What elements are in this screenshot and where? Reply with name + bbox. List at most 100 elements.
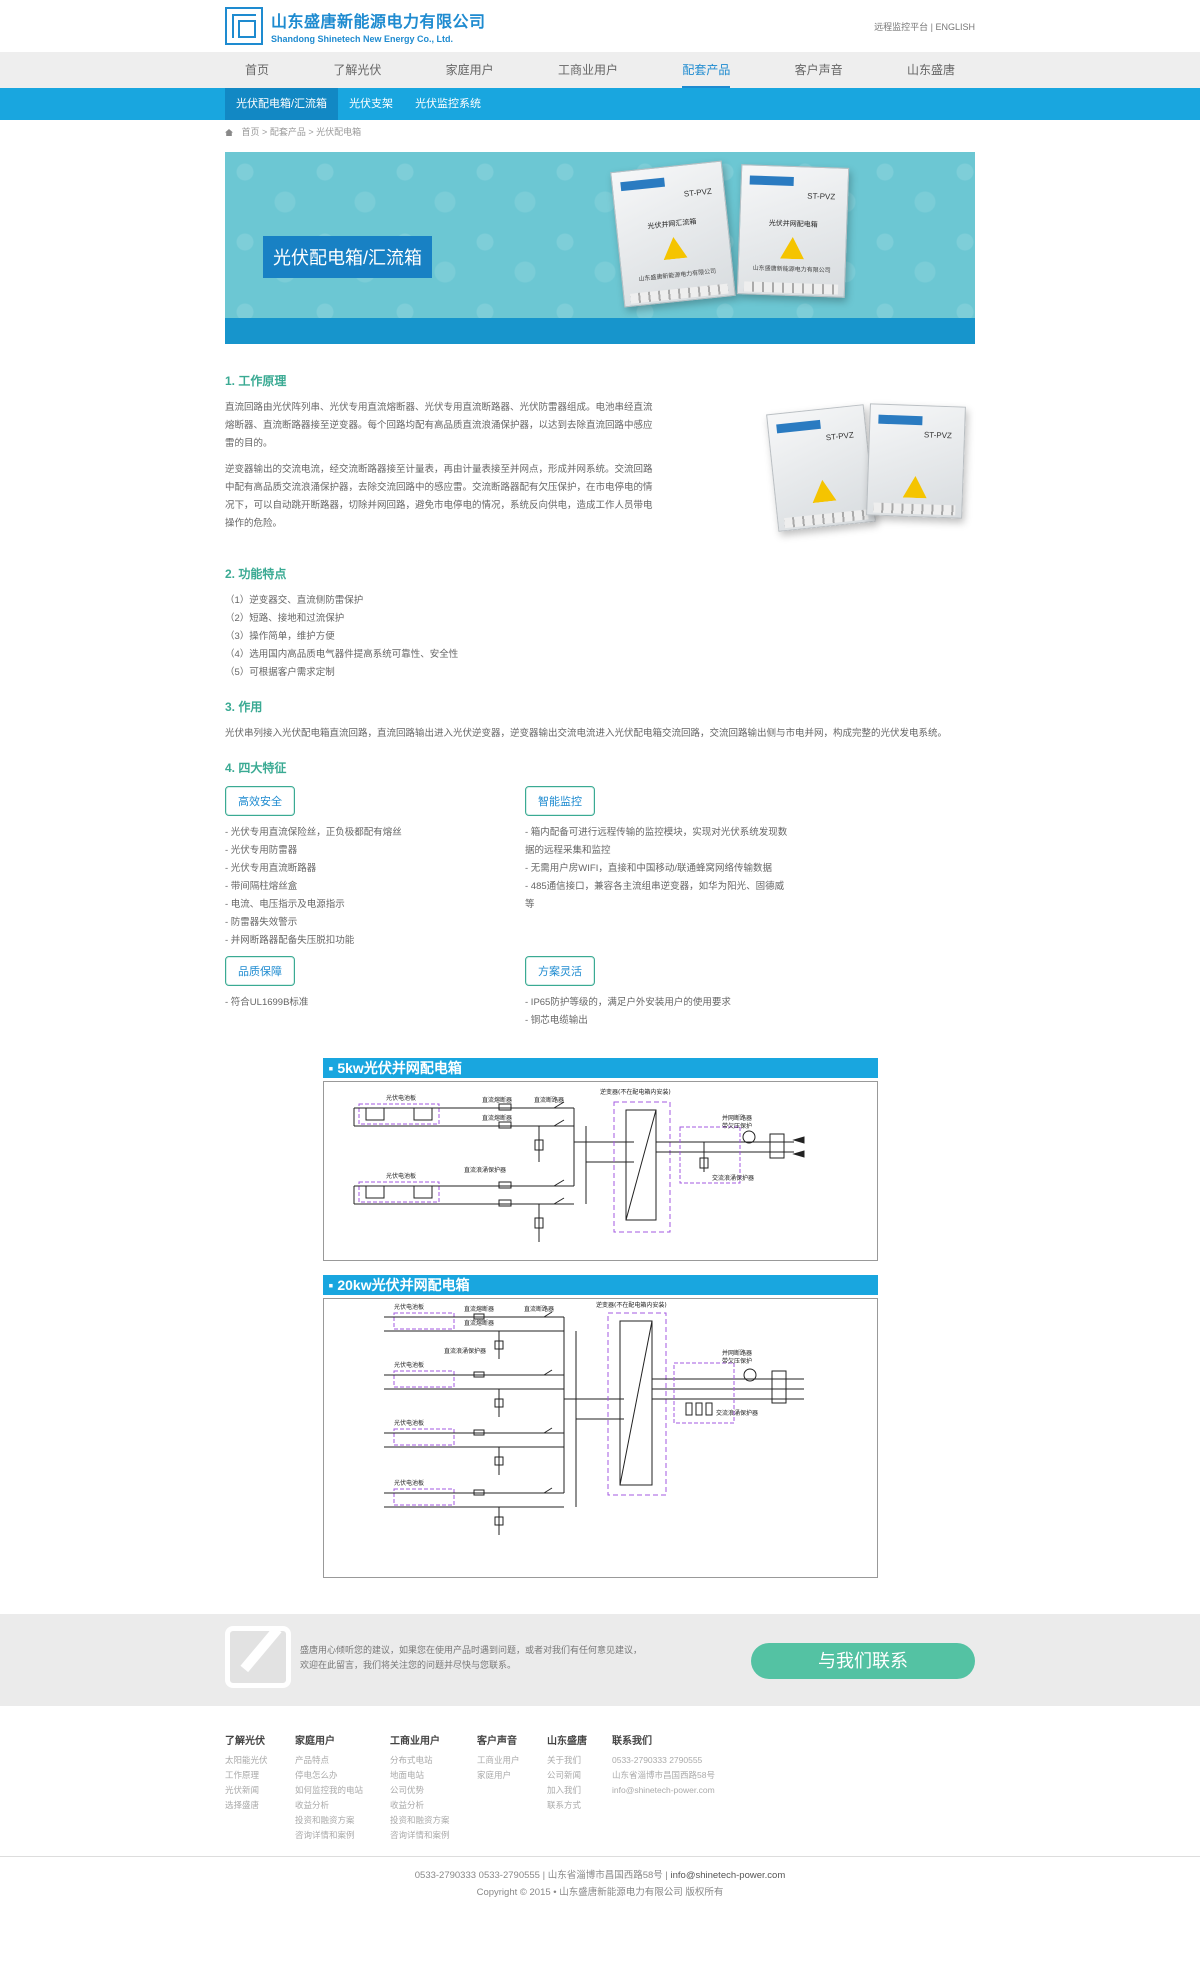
svg-text:光伏电池板: 光伏电池板 [394,1419,424,1427]
list-item: - 带间隔柱熔丝盒 [225,881,298,892]
list-item: - 光伏专用直流保险丝，正负极都配有熔丝 [225,827,402,838]
sub-nav: 光伏配电箱/汇流箱 光伏支架 光伏监控系统 [0,88,1200,120]
logo-icon [225,7,263,45]
footer-link[interactable]: 收益分析 [390,1800,425,1810]
svg-text:逆变器(不在配电箱内安装): 逆变器(不在配电箱内安装) [596,1301,667,1309]
copyright-bar: 0533-2790333 0533-2790555 | 山东省淄博市昌国西路58… [0,1856,1200,1901]
footer-col-title[interactable]: 工商业用户 [390,1736,440,1747]
remote-monitor-link[interactable]: 远程监控平台 [874,22,929,32]
list-item: - 电流、电压指示及电源指示 [225,899,345,910]
list-item: - 485通信接口，兼容各主流组串逆变器，如华为阳光、固德威 [525,881,785,892]
svg-text:光伏电池板: 光伏电池板 [394,1361,424,1369]
nav-item-customer-voice[interactable]: 客户声音 [794,63,843,77]
footer-link[interactable]: 家庭用户 [477,1770,512,1780]
footer-link[interactable]: 收益分析 [295,1800,330,1810]
copyright-contact: 0533-2790333 0533-2790555 | 山东省淄博市昌国西路58… [414,1870,671,1881]
list-item: - 箱内配备可进行远程传输的监控模块，实现对光伏系统发现数 [525,827,788,838]
svg-text:交流浪涌保护器: 交流浪涌保护器 [712,1174,754,1182]
wiring-diagram-20kw: 光伏电池板 光伏电池板 光伏电池板 光伏电池板 直流熔断器 直流熔断器 直流断路… [383,1301,804,1535]
footer-link[interactable]: 关于我们 [547,1755,582,1765]
nav-item-learn-pv[interactable]: 了解光伏 [333,63,382,77]
svg-text:光伏电池板: 光伏电池板 [394,1479,424,1487]
contact-us-button[interactable]: 与我们联系 [751,1643,975,1679]
subnav-item-distribution-box[interactable]: 光伏配电箱/汇流箱 [225,88,339,120]
nav-item-home[interactable]: 首页 [245,63,270,77]
footer-link[interactable]: 公司新闻 [547,1770,582,1780]
footer-link[interactable]: 加入我们 [547,1785,582,1795]
footer-link[interactable]: 太阳能光伏 [225,1755,268,1765]
footer-link[interactable]: 投资和融资方案 [295,1815,355,1825]
breadcrumb: 首页 > 配套产品 > 光伏配电箱 [225,120,975,144]
breadcrumb-home[interactable]: 首页 [241,127,260,137]
footer-link[interactable]: 地面电站 [390,1770,425,1780]
diagram-title-20kw: ▪ 20kw光伏并网配电箱 [322,1275,878,1295]
section-title-characteristics: 4. 四大特征 [225,761,287,775]
subnav-item-bracket[interactable]: 光伏支架 [349,98,394,110]
section-title-features: 2. 功能特点 [225,567,287,581]
footer-link[interactable]: 光伏新闻 [225,1785,260,1795]
footer-col-title[interactable]: 了解光伏 [225,1736,265,1747]
english-link[interactable]: ENGLISH [935,22,975,32]
list-item: （3）操作简单，维护方便 [225,631,335,642]
footer-link[interactable]: 产品特点 [295,1755,330,1765]
copyright-email[interactable]: info@shinetech-power.com [670,1870,786,1881]
footer-contact-email[interactable]: info@shinetech-power.com [612,1785,715,1795]
feature-badge-monitoring: 智能监控 [525,786,595,816]
function-paragraph: 光伏串列接入光伏配电箱直流回路，直流回路输出进入光伏逆变器，逆变器输出交流电流进… [225,728,948,739]
section-title-principle: 1. 工作原理 [225,374,287,388]
footer-link[interactable]: 投资和融资方案 [390,1815,450,1825]
banner-title: 光伏配电箱/汇流箱 [263,236,433,278]
company-logo[interactable]: 山东盛唐新能源电力有限公司 Shandong Shinetech New Ene… [225,7,486,45]
distribution-box-image: ST-PVZ 光伏并网配电箱 山东盛唐新能源电力有限公司 [736,164,850,298]
footer-link[interactable]: 选择盛唐 [225,1800,260,1810]
footer-link[interactable]: 公司优势 [390,1785,425,1795]
list-item: 等 [525,899,535,910]
site-header: 山东盛唐新能源电力有限公司 Shandong Shinetech New Ene… [0,0,1200,52]
list-item: - 防雷器失效警示 [225,917,298,928]
list-item: - 并网断路器配备失压脱扣功能 [225,935,355,946]
footer-link[interactable]: 如何监控我的电站 [295,1785,364,1795]
svg-text:光伏电池板: 光伏电池板 [394,1303,424,1311]
svg-text:交流浪涌保护器: 交流浪涌保护器 [716,1409,758,1417]
feature-badge-flexible: 方案灵活 [525,956,595,986]
feature-badge-safety: 高效安全 [225,786,295,816]
svg-text:直流熔断器: 直流熔断器 [464,1319,494,1327]
svg-text:光伏电池板: 光伏电池板 [386,1094,416,1102]
footer-link[interactable]: 工商业用户 [477,1755,520,1765]
svg-text:直流熔断器: 直流熔断器 [482,1114,512,1122]
svg-text:逆变器(不在配电箱内安装): 逆变器(不在配电箱内安装) [600,1088,671,1096]
contact-band: 盛唐用心倾听您的建议，如果您在使用产品时遇到问题，或者对我们有任何意见建议， 欢… [0,1614,1200,1706]
footer-link[interactable]: 咨询详情和案例 [295,1830,355,1840]
subnav-item-monitoring[interactable]: 光伏监控系统 [415,98,482,110]
list-item: - IP65防护等级的，满足户外安装用户的使用要求 [525,997,731,1008]
svg-text:直流熔断器: 直流熔断器 [464,1305,494,1313]
footer-link[interactable]: 分布式电站 [390,1755,433,1765]
contact-message: 盛唐用心倾听您的建议，如果您在使用产品时遇到问题，或者对我们有任何意见建议， 欢… [300,1645,643,1670]
warning-icon [780,237,805,260]
svg-text:并网断路器: 并网断路器 [722,1349,752,1357]
footer-links: 了解光伏 太阳能光伏 工作原理 光伏新闻 选择盛唐 家庭用户 产品特点 停电怎么… [225,1706,975,1856]
main-nav: 首页 了解光伏 家庭用户 工商业用户 配套产品 客户声音 山东盛唐 [0,52,1200,88]
list-item: - 无需用户房WIFI，直接和中国移动/联通蜂窝网络传输数据 [525,863,772,874]
footer-contact-phone: 0533-2790333 2790555 [612,1755,703,1765]
feature-list: （1）逆变器交、直流侧防雷保护 （2）短路、接地和过流保护 （3）操作简单，维护… [225,592,975,682]
nav-item-home-users[interactable]: 家庭用户 [445,63,494,77]
footer-link[interactable]: 联系方式 [547,1800,582,1810]
svg-text:光伏电池板: 光伏电池板 [386,1172,416,1180]
top-links: 远程监控平台 | ENGLISH [874,20,975,33]
footer-link[interactable]: 咨询详情和案例 [390,1830,450,1840]
footer-col-title[interactable]: 山东盛唐 [547,1736,587,1747]
product-banner: ST-PVZ 光伏并网汇流箱 山东盛唐新能源电力有限公司 ST-PVZ 光伏并网… [225,152,975,344]
nav-item-products[interactable]: 配套产品 [682,54,731,88]
nav-item-business-users[interactable]: 工商业用户 [557,63,618,77]
nav-item-about[interactable]: 山东盛唐 [906,63,955,77]
warning-icon [661,236,687,260]
footer-link[interactable]: 工作原理 [225,1770,260,1780]
footer-link[interactable]: 停电怎么办 [295,1770,338,1780]
footer-col-title[interactable]: 客户声音 [477,1736,517,1747]
svg-text:直流浪涌保护器: 直流浪涌保护器 [464,1166,506,1174]
footer-col-title[interactable]: 联系我们 [612,1736,652,1747]
footer-col-title[interactable]: 家庭用户 [295,1736,335,1747]
breadcrumb-products[interactable]: 配套产品 [269,127,306,137]
company-name-cn: 山东盛唐新能源电力有限公司 [271,14,486,31]
